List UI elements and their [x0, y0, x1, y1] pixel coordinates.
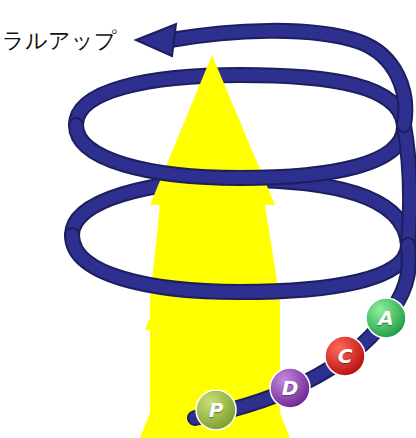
spiral-label: ラルアップ [2, 26, 117, 56]
pdca-letter: C [324, 335, 366, 377]
pdca-letter: P [195, 389, 237, 431]
pdca-letter: A [365, 297, 407, 339]
pdca-circle: D [269, 367, 311, 409]
pdca-circle: P [195, 389, 237, 431]
pdca-circle: C [324, 335, 366, 377]
pdca-letter: D [269, 367, 311, 409]
pdca-circle: A [365, 297, 407, 339]
